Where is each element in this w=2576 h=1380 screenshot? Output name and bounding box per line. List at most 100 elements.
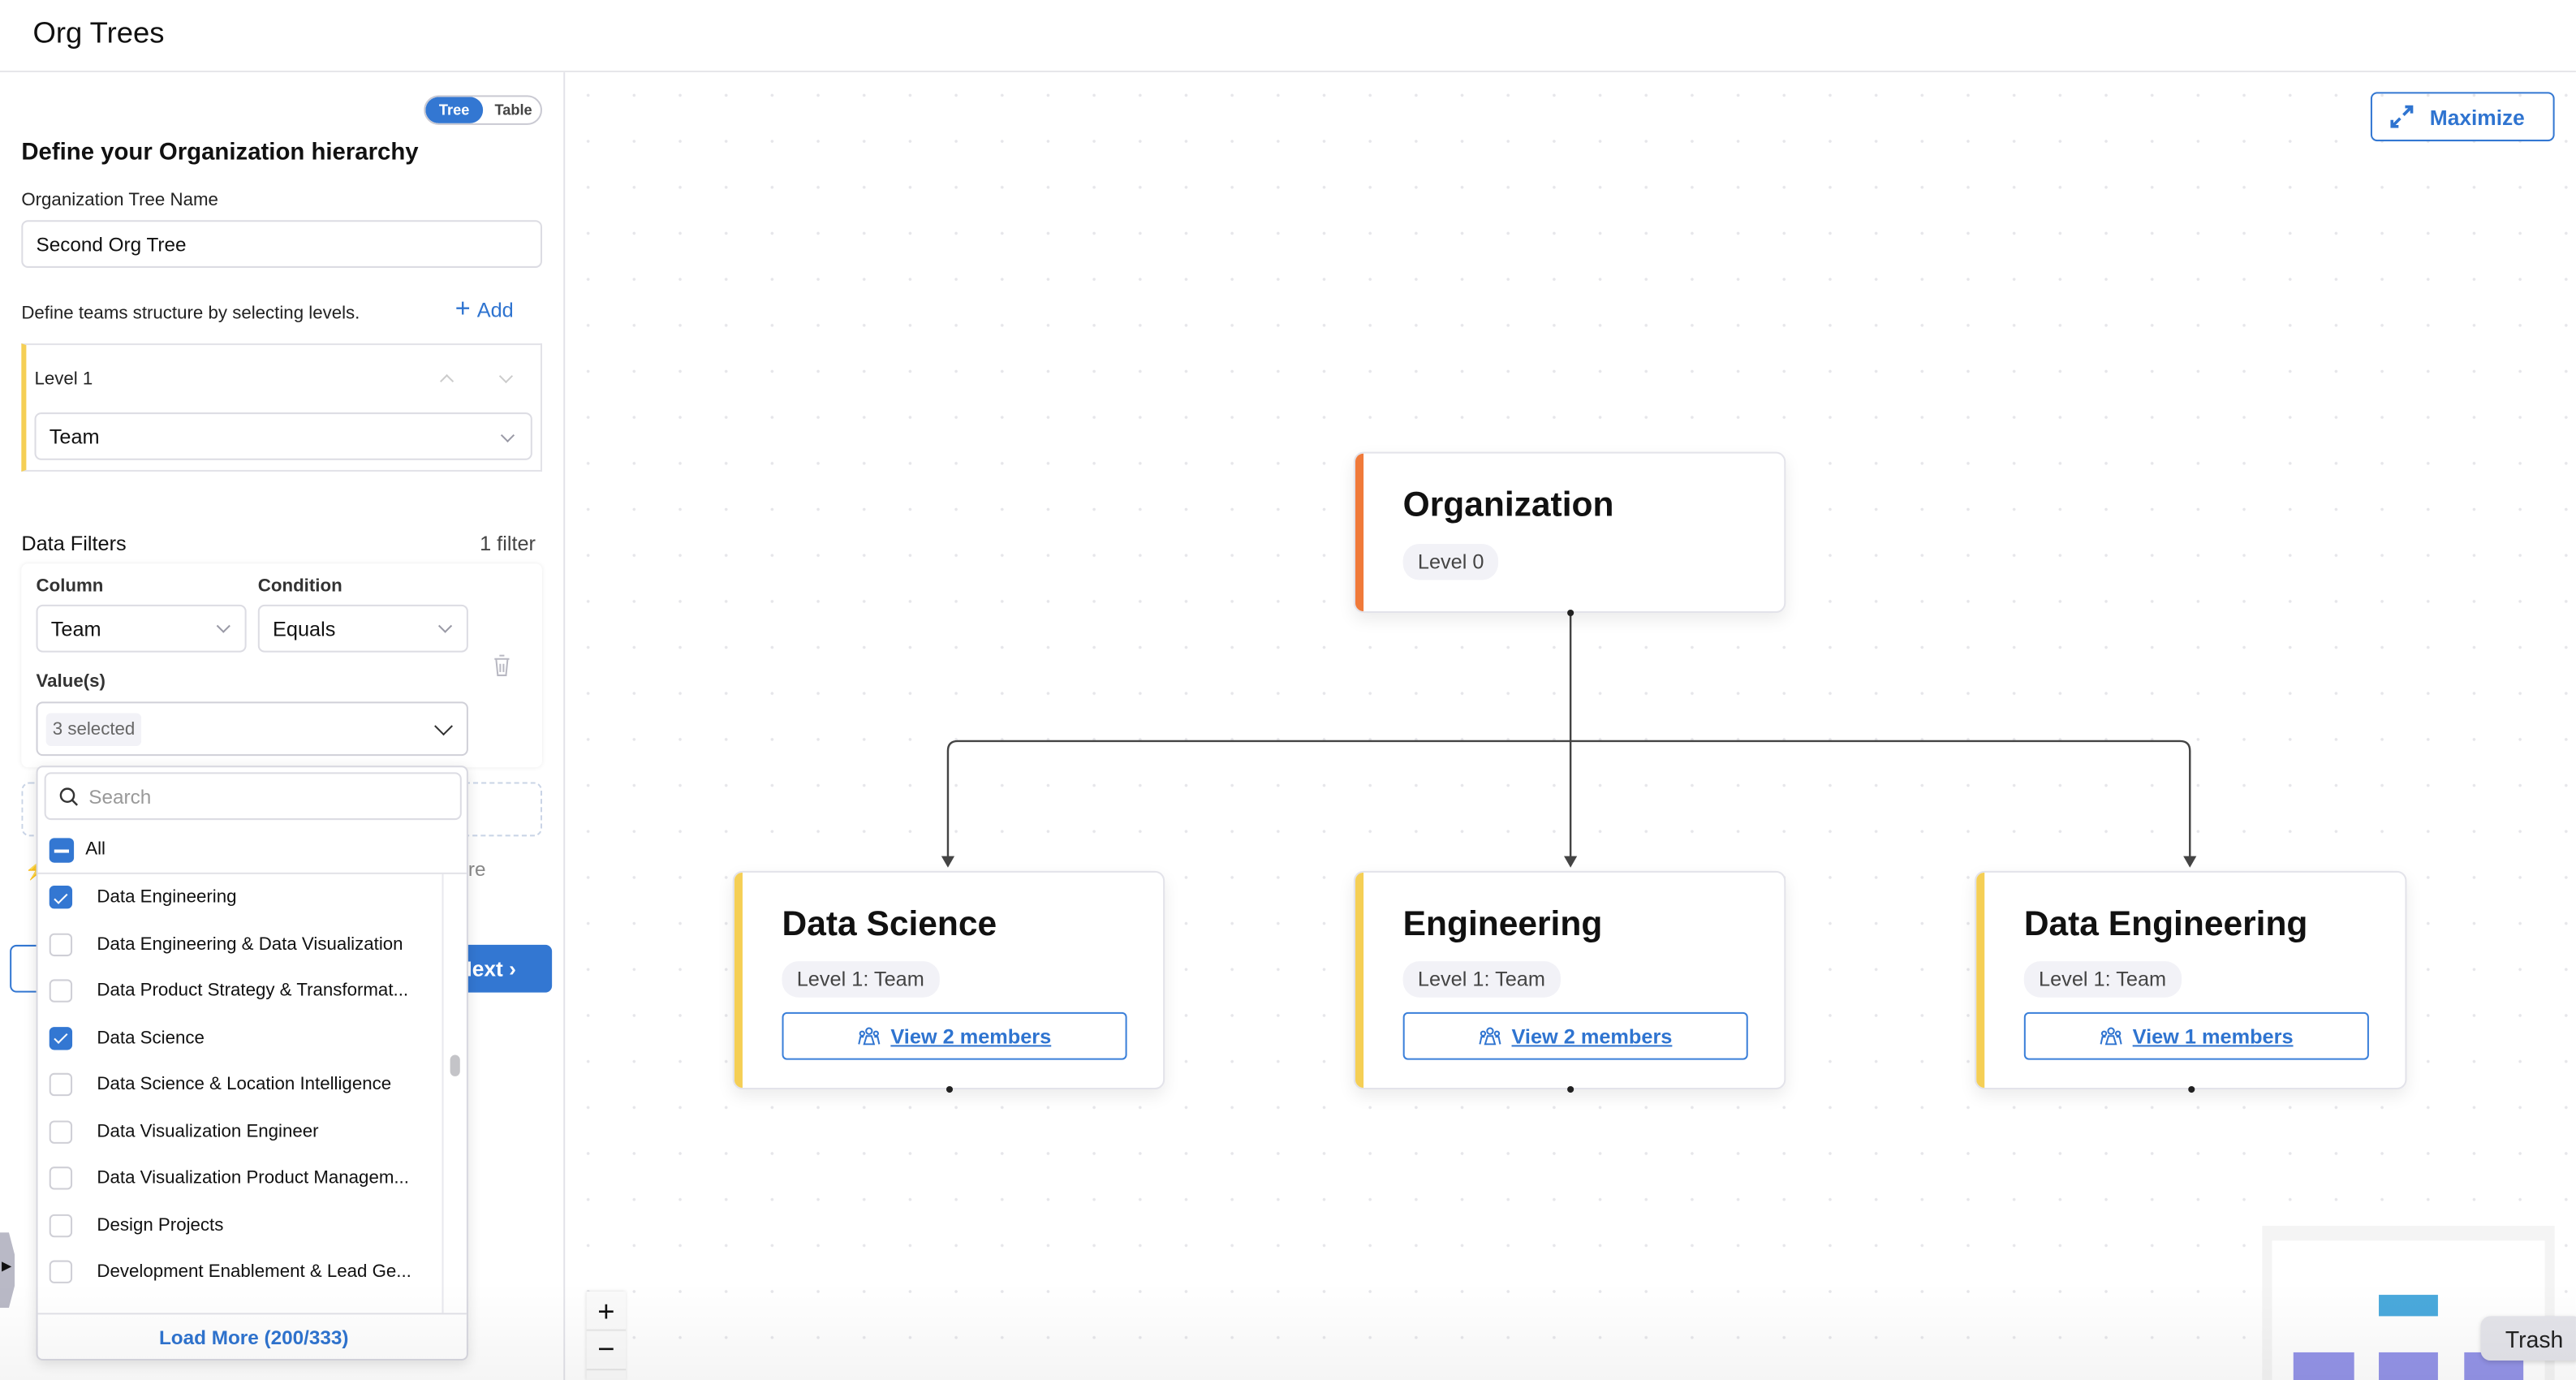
node-accent <box>734 872 743 1089</box>
page-title: Org Trees <box>32 16 165 50</box>
filters-count: 1 filter <box>480 532 536 556</box>
checkbox[interactable] <box>49 1119 73 1143</box>
node-title: Organization <box>1402 486 1614 524</box>
view-members-button[interactable]: View 1 members <box>2023 1011 2369 1060</box>
load-more-button[interactable]: Load More (200/333) <box>37 1313 467 1359</box>
option-item[interactable]: Data Product Strategy & Transformat... <box>38 968 442 1014</box>
values-multiselect[interactable]: 3 selected <box>36 701 468 757</box>
option-label: Development Enablement & Lead Ge... <box>97 1261 411 1282</box>
trash-tooltip: Trash <box>2480 1316 2576 1361</box>
checkbox[interactable] <box>49 886 73 909</box>
node-accent <box>1355 872 1364 1089</box>
option-item[interactable]: Design Projects <box>38 1202 442 1248</box>
arrow-icon <box>1564 856 1578 868</box>
edge-data-science <box>946 740 1571 860</box>
filter-card: Column Condition Team Equals Value(s) 3 … <box>21 563 542 767</box>
zoom-out-button[interactable]: − <box>586 1331 627 1371</box>
collapse-handle[interactable]: ▶ <box>0 1232 15 1309</box>
condition-label: Condition <box>257 576 342 597</box>
node-organization[interactable]: Organization Level 0 <box>1353 451 1786 614</box>
app-header: Org Trees <box>0 0 2576 73</box>
option-label: Data Engineering & Data Visualization <box>97 934 403 955</box>
users-icon <box>2100 1027 2122 1046</box>
handle-dot <box>946 1085 954 1093</box>
checkbox[interactable] <box>49 1026 73 1050</box>
view-toggle[interactable]: Tree Table <box>424 95 542 125</box>
filters-title: Data Filters <box>21 532 127 556</box>
search-icon <box>59 787 78 806</box>
checkbox[interactable] <box>49 932 73 956</box>
hint-text: re <box>467 857 486 881</box>
option-item[interactable]: Data Science <box>38 1015 442 1061</box>
arrow-icon <box>941 856 955 868</box>
option-label: Data Science & Location Intelligence <box>97 1074 392 1095</box>
select-all-row[interactable]: All <box>37 826 467 874</box>
node-team[interactable]: Data Engineering Level 1: Team View 1 me… <box>1975 870 2407 1090</box>
option-label: Data Science <box>97 1028 205 1048</box>
level-chip: Level 0 <box>1402 544 1499 580</box>
condition-select[interactable]: Equals <box>257 604 468 653</box>
node-title: Data Science <box>782 905 997 943</box>
node-title: Data Engineering <box>2023 905 2308 943</box>
view-members-button[interactable]: View 2 members <box>782 1011 1127 1060</box>
checkbox[interactable] <box>49 979 73 1003</box>
users-icon <box>1479 1027 1501 1046</box>
scrollbar-track <box>442 873 444 1313</box>
values-label: Value(s) <box>36 671 106 692</box>
node-accent <box>1976 872 1985 1089</box>
level-chip: Level 1: Team <box>782 961 940 998</box>
handle-dot <box>1567 609 1574 617</box>
trash-icon[interactable] <box>493 654 510 677</box>
plus-icon: + <box>454 295 471 324</box>
edge-data-engineering <box>1570 740 2191 860</box>
node-team[interactable]: Data Science Level 1: Team View 2 member… <box>732 870 1165 1090</box>
expand-icon <box>2390 105 2414 128</box>
option-label: Data Product Strategy & Transformat... <box>97 981 409 1001</box>
zoom-in-button[interactable]: + <box>586 1292 627 1331</box>
option-label: Data Visualization Engineer <box>97 1121 319 1141</box>
level-chip: Level 1: Team <box>1402 961 1561 998</box>
tree-name-label: Organization Tree Name <box>21 190 218 211</box>
node-team[interactable]: Engineering Level 1: Team View 2 members <box>1353 870 1786 1090</box>
option-item[interactable]: Data Visualization Engineer <box>38 1108 442 1154</box>
minimap-node-root <box>2379 1295 2438 1317</box>
view-members-button[interactable]: View 2 members <box>1402 1011 1748 1060</box>
minimap-node <box>2379 1352 2438 1380</box>
handle-dot <box>2188 1085 2195 1093</box>
checkbox[interactable] <box>49 1213 73 1237</box>
option-item[interactable]: Data Science & Location Intelligence <box>38 1062 442 1108</box>
zoom-controls: + − <box>586 1292 627 1380</box>
column-select[interactable]: Team <box>36 604 247 653</box>
toggle-table[interactable]: Table <box>494 101 532 119</box>
level-select[interactable]: Team <box>34 412 532 460</box>
option-item[interactable]: Development Enablement & Lead Ge... <box>38 1248 442 1295</box>
option-label: Design Projects <box>97 1214 224 1236</box>
option-item[interactable]: Data Engineering <box>38 874 442 921</box>
level-label: Level 1 <box>34 369 93 390</box>
toggle-tree[interactable]: Tree <box>425 97 484 123</box>
option-label: Data Visualization Product Managem... <box>97 1168 409 1188</box>
level-card: Level 1 Team <box>21 343 542 472</box>
option-label: Data Engineering <box>97 887 237 908</box>
option-item[interactable]: Data Visualization Product Managem... <box>38 1155 442 1201</box>
levels-hint: Define teams structure by selecting leve… <box>21 304 360 324</box>
checkbox[interactable] <box>49 1260 73 1283</box>
arrow-icon <box>2183 856 2197 868</box>
node-accent <box>1355 453 1364 612</box>
checkbox[interactable] <box>49 1167 73 1190</box>
node-title: Engineering <box>1402 905 1603 943</box>
minimap-node <box>2293 1352 2354 1380</box>
handle-dot <box>1567 1085 1574 1093</box>
indeterminate-checkbox[interactable] <box>49 838 75 863</box>
tree-name-input[interactable]: Second Org Tree <box>21 220 542 268</box>
scrollbar-thumb[interactable] <box>450 1054 460 1076</box>
option-item[interactable]: Data Engineering & Data Visualization <box>38 921 442 968</box>
dropdown-search-input[interactable]: Search <box>44 772 462 821</box>
checkbox[interactable] <box>49 1072 73 1097</box>
maximize-button[interactable]: Maximize <box>2370 92 2555 142</box>
column-label: Column <box>36 576 104 597</box>
add-level-button[interactable]: +Add <box>454 295 514 324</box>
